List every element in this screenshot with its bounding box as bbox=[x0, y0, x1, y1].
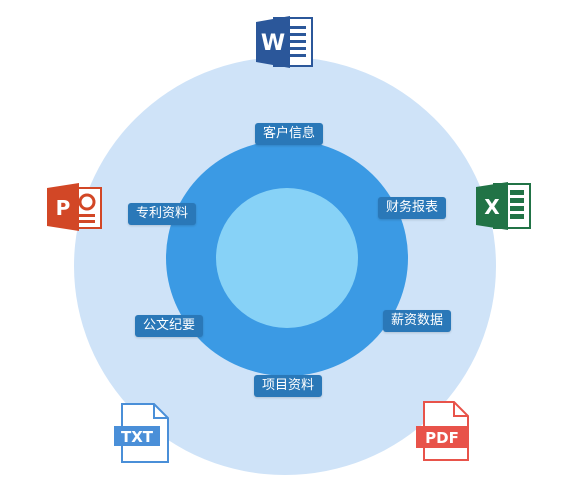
pdf-file-icon: PDF bbox=[416, 401, 469, 461]
inner-circle bbox=[216, 188, 358, 328]
tag-project-material: 项目资料 bbox=[254, 375, 323, 397]
excel-letter: X bbox=[484, 195, 500, 219]
tag-financial-report: 财务报表 bbox=[378, 197, 447, 219]
powerpoint-letter: P bbox=[56, 196, 71, 220]
word-letter: W bbox=[261, 31, 285, 56]
txt-label: TXT bbox=[121, 428, 154, 446]
word-icon: W bbox=[256, 16, 313, 68]
tag-official-minutes: 公文纪要 bbox=[135, 315, 204, 337]
txt-file-icon: TXT bbox=[114, 403, 169, 463]
tag-salary-data: 薪资数据 bbox=[383, 310, 452, 332]
tag-customer-info: 客户信息 bbox=[255, 123, 324, 145]
excel-icon: X bbox=[476, 182, 531, 230]
powerpoint-icon: P bbox=[47, 183, 102, 231]
tag-patent-material: 专利资料 bbox=[128, 203, 197, 225]
pdf-label: PDF bbox=[425, 429, 459, 447]
